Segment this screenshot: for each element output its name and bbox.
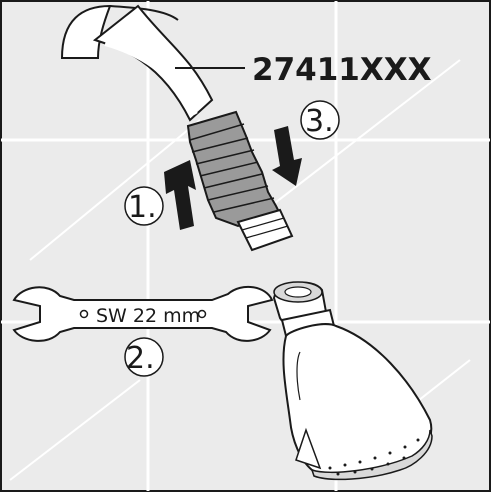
wrench-size: SW 22 mm — [96, 305, 200, 327]
step-3-label: 3. — [300, 100, 340, 140]
arrow-up-icon — [164, 160, 196, 230]
arrow-down-icon — [272, 126, 302, 186]
part-number: 27411XXX — [252, 52, 432, 88]
shower-head-icon — [272, 281, 433, 481]
svg-text:2.: 2. — [126, 341, 155, 376]
svg-text:1.: 1. — [128, 190, 157, 225]
step-2-label: 2. — [124, 337, 164, 377]
shower-arm-icon — [60, 4, 214, 122]
step-1-label: 1. — [124, 186, 164, 226]
wrench-icon: SW 22 mm — [12, 285, 274, 342]
adapter-icon — [186, 110, 294, 252]
svg-text:3.: 3. — [305, 104, 334, 139]
